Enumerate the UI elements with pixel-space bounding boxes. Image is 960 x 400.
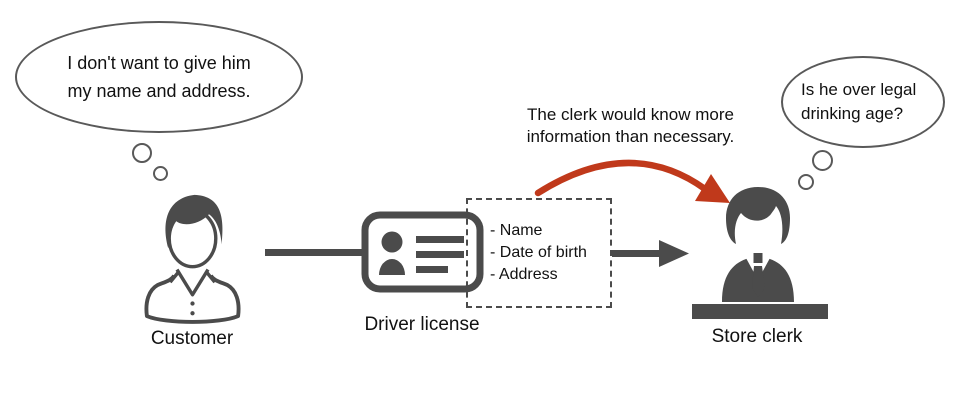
- license-field-name: - Name: [490, 222, 543, 239]
- clerk-thought-dot-small: [798, 174, 814, 190]
- customer-thought-line-2: my name and address.: [67, 81, 251, 101]
- customer-person-icon: [144, 194, 241, 324]
- license-fields-box: - Name - Date of birth - Address: [466, 198, 612, 308]
- curved-warning-arrow-icon: [534, 159, 730, 203]
- clerk-thought-line-2: drinking age?: [801, 104, 904, 123]
- driver-license-label: Driver license: [364, 314, 480, 335]
- customer-thought-bubble: I don't want to give him my name and add…: [15, 21, 303, 133]
- customer-thought-line-1: I don't want to give him: [67, 53, 251, 73]
- clerk-thought-bubble: Is he over legal drinking age?: [781, 56, 945, 148]
- license-field-dob: - Date of birth: [490, 244, 587, 261]
- connector-line: [265, 249, 363, 256]
- warning-line-1: The clerk would know more: [527, 105, 734, 124]
- counter-bar: [692, 304, 828, 319]
- clerk-thought-dot-large: [812, 150, 833, 171]
- license-field-address: - Address: [490, 266, 558, 283]
- driver-license-card-icon: [361, 211, 484, 293]
- clerk-thought-line-1: Is he over legal: [801, 80, 917, 99]
- customer-thought-dot-large: [132, 143, 152, 163]
- customer-label: Customer: [150, 328, 234, 349]
- arrow-right-icon: [612, 240, 689, 267]
- warning-line-2: information than necessary.: [526, 127, 735, 146]
- store-clerk-icon: [722, 187, 794, 302]
- warning-text: The clerk would know more information th…: [488, 104, 773, 148]
- customer-thought-dot-small: [153, 166, 168, 181]
- store-clerk-label: Store clerk: [711, 326, 803, 347]
